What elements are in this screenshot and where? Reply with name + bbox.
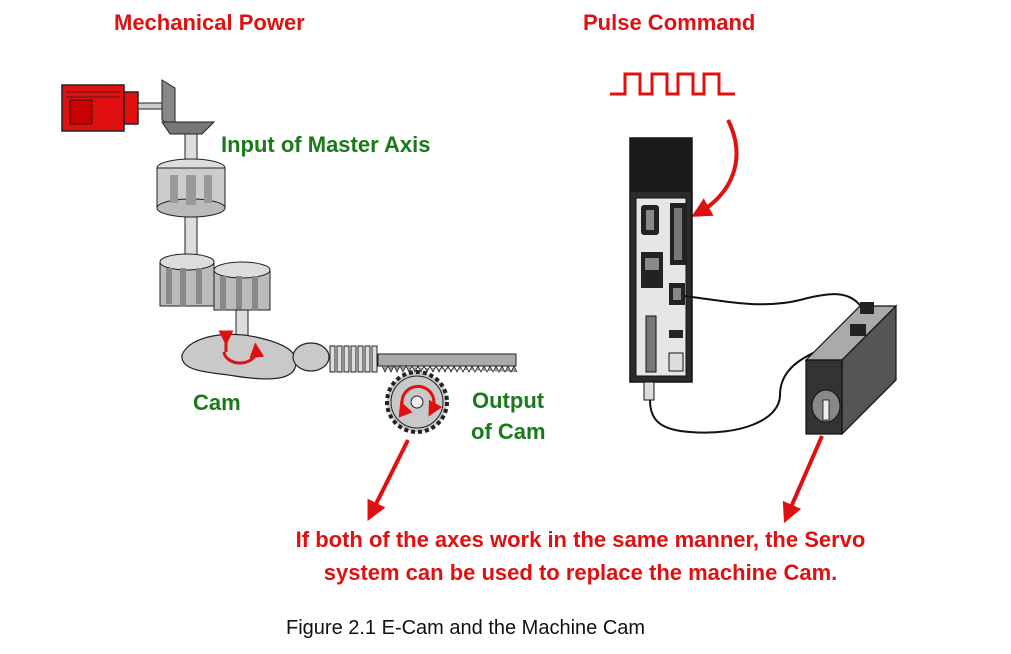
cam-label: Cam [193,390,241,415]
coupling-icon [156,158,226,218]
rotation-arrow-icon [218,330,265,365]
note-arrow-icon [782,435,824,524]
output-label-line2: of Cam [471,419,546,444]
servo-drive-icon [629,137,693,401]
rack-icon [377,353,518,373]
spring-icon [329,345,378,373]
bevel-gear-icon [161,79,216,135]
shaft-icon [184,216,198,260]
cable-icon [683,293,863,309]
note-arrow-icon [367,439,410,521]
pulse-waveform-icon [610,72,735,96]
servo-motor-icon [804,302,898,436]
spur-gear-icon [159,253,271,311]
cable-icon [649,335,857,434]
master-axis-label: Input of Master Axis [221,132,431,157]
cam-icon [181,333,330,380]
note-line2: system can be used to replace the machin… [323,560,838,585]
output-label-line1: Output [472,388,545,413]
figure-caption: Figure 2.1 E-Cam and the Machine Cam [286,617,646,639]
mechanical-power-label: Mechanical Power [114,10,305,35]
motor-icon [61,84,165,132]
pinion-gear-icon [385,370,449,434]
pulse-arrow-icon [691,119,739,217]
pulse-command-label: Pulse Command [583,10,756,35]
note-line1: If both of the axes work in the same man… [295,527,866,552]
